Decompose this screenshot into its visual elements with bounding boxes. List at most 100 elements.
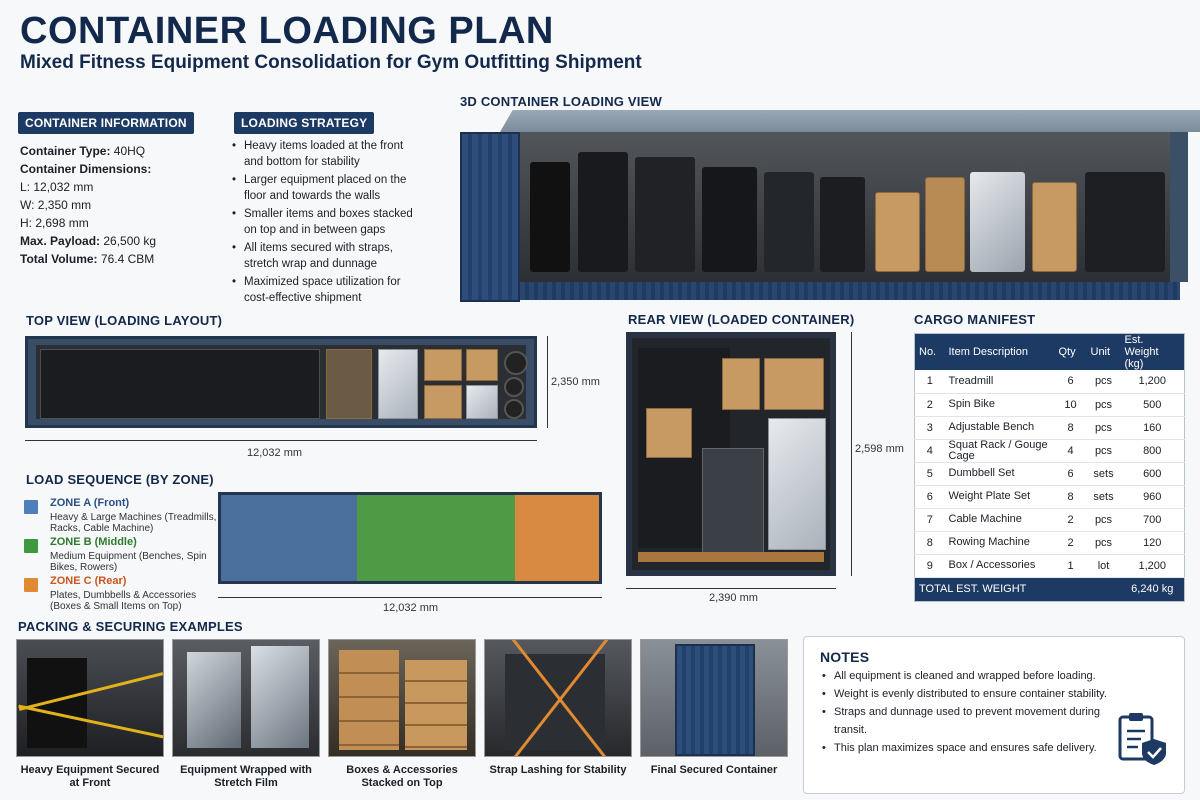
zone-c-segment: [515, 495, 599, 581]
wrapped-pallet: [466, 385, 498, 419]
note-item: This plan maximizes space and ensures sa…: [822, 739, 1122, 757]
photo-heavy-equipment: [16, 639, 164, 757]
top-view-layout: [25, 336, 537, 428]
total-label: TOTAL EST. WEIGHT: [914, 577, 1087, 601]
manifest-heading: CARGO MANIFEST: [914, 312, 1036, 327]
row-description: Box / Accessories: [944, 554, 1055, 578]
box: [764, 358, 824, 410]
row-no: 3: [914, 416, 945, 440]
row-qty: 10: [1054, 393, 1087, 417]
page-title: CONTAINER LOADING PLAN: [20, 10, 554, 52]
strategy-item: Larger equipment placed on the floor and…: [232, 172, 422, 204]
note-item: Straps and dunnage used to prevent movem…: [822, 703, 1122, 739]
type-label: Container Type:: [20, 144, 111, 158]
top-view-length-dim: 12,032 mm: [244, 447, 306, 459]
row-qty: 1: [1054, 554, 1087, 578]
container-info-heading: CONTAINER INFORMATION: [18, 112, 194, 134]
top-view-heading: TOP VIEW (LOADING LAYOUT): [26, 313, 223, 328]
row-qty: 4: [1054, 439, 1087, 463]
zone-b-title: ZONE B (Middle): [50, 536, 137, 548]
row-weight: 960: [1120, 485, 1185, 509]
col-qty: Qty: [1054, 333, 1087, 370]
machines-area: [40, 349, 320, 419]
row-weight: 700: [1120, 508, 1185, 532]
view-3d-heading: 3D CONTAINER LOADING VIEW: [460, 94, 662, 109]
machine-shape: [635, 157, 695, 272]
row-description: Dumbbell Set: [944, 462, 1055, 486]
notes-panel: NOTES All equipment is cleaned and wrapp…: [803, 636, 1185, 794]
machine-shape: [764, 172, 814, 272]
weight-plate: [504, 351, 528, 375]
row-qty: 2: [1054, 531, 1087, 555]
zone-bar: [218, 492, 602, 584]
strategy-item: Smaller items and boxes stacked on top a…: [232, 206, 422, 238]
bench-area: [326, 349, 372, 419]
wrapped-pallet: [768, 418, 826, 550]
weight-plate: [504, 377, 524, 397]
zone-length-dim: 12,032 mm: [380, 602, 442, 614]
row-unit: sets: [1086, 485, 1121, 509]
row-no: 2: [914, 393, 945, 417]
zone-c-title: ZONE C (Rear): [50, 575, 127, 587]
row-no: 4: [914, 439, 945, 463]
rear-view-container: [626, 332, 836, 576]
box: [722, 358, 760, 410]
box-stack-shape: [925, 177, 965, 272]
note-item: All equipment is cleaned and wrapped bef…: [822, 667, 1122, 685]
container-side-wall: [520, 282, 1180, 300]
row-unit: pcs: [1086, 393, 1121, 417]
row-unit: pcs: [1086, 439, 1121, 463]
zone-c-swatch: [24, 578, 38, 592]
container-interior: [520, 132, 1180, 282]
zone-a-swatch: [24, 500, 38, 514]
row-weight: 600: [1120, 462, 1185, 486]
width-dimension-line: [547, 336, 548, 428]
row-description: Rowing Machine: [944, 531, 1055, 555]
rear-width-line: [626, 588, 836, 589]
width-value: W: 2,350 mm: [20, 198, 92, 212]
row-qty: 6: [1054, 370, 1087, 394]
zone-b-swatch: [24, 539, 38, 553]
note-item: Weight is evenly distributed to ensure c…: [822, 685, 1122, 703]
caption-final-container: Final Secured Container: [650, 764, 778, 776]
row-weight: 800: [1120, 439, 1185, 463]
zone-b-segment: [357, 495, 515, 581]
zone-c-desc: Plates, Dumbbells & Accessories (Boxes &…: [50, 590, 197, 612]
row-unit: pcs: [1086, 531, 1121, 555]
pallet-base: [638, 552, 824, 562]
length-value: L: 12,032 mm: [20, 180, 94, 194]
row-description: Squat Rack / Gouge Cage: [944, 439, 1055, 463]
row-unit: sets: [1086, 462, 1121, 486]
row-qty: 2: [1054, 508, 1087, 532]
caption-stretch-wrapped: Equipment Wrapped with Stretch Film: [180, 764, 312, 789]
row-qty: 6: [1054, 462, 1087, 486]
payload-value: 26,500 kg: [103, 234, 157, 248]
zone-a-segment: [221, 495, 357, 581]
wrapped-pallet-shape: [970, 172, 1025, 272]
row-no: 9: [914, 554, 945, 578]
rear-height-dim: 2,598 mm: [852, 443, 907, 455]
row-no: 7: [914, 508, 945, 532]
weight-plate: [504, 399, 524, 419]
box: [466, 349, 498, 381]
rack-shape: [702, 167, 757, 272]
row-no: 8: [914, 531, 945, 555]
dims-label: Container Dimensions:: [20, 162, 152, 176]
machine-shape: [820, 177, 865, 272]
rear-view-heading: REAR VIEW (LOADED CONTAINER): [628, 312, 855, 327]
row-description: Cable Machine: [944, 508, 1055, 532]
row-weight: 1,200: [1120, 554, 1185, 578]
notes-heading: NOTES: [820, 649, 870, 665]
row-qty: 8: [1054, 416, 1087, 440]
row-description: Weight Plate Set: [944, 485, 1055, 509]
payload-label: Max. Payload:: [20, 234, 101, 248]
zone-a-title: ZONE A (Front): [50, 497, 130, 509]
row-unit: lot: [1086, 554, 1121, 578]
